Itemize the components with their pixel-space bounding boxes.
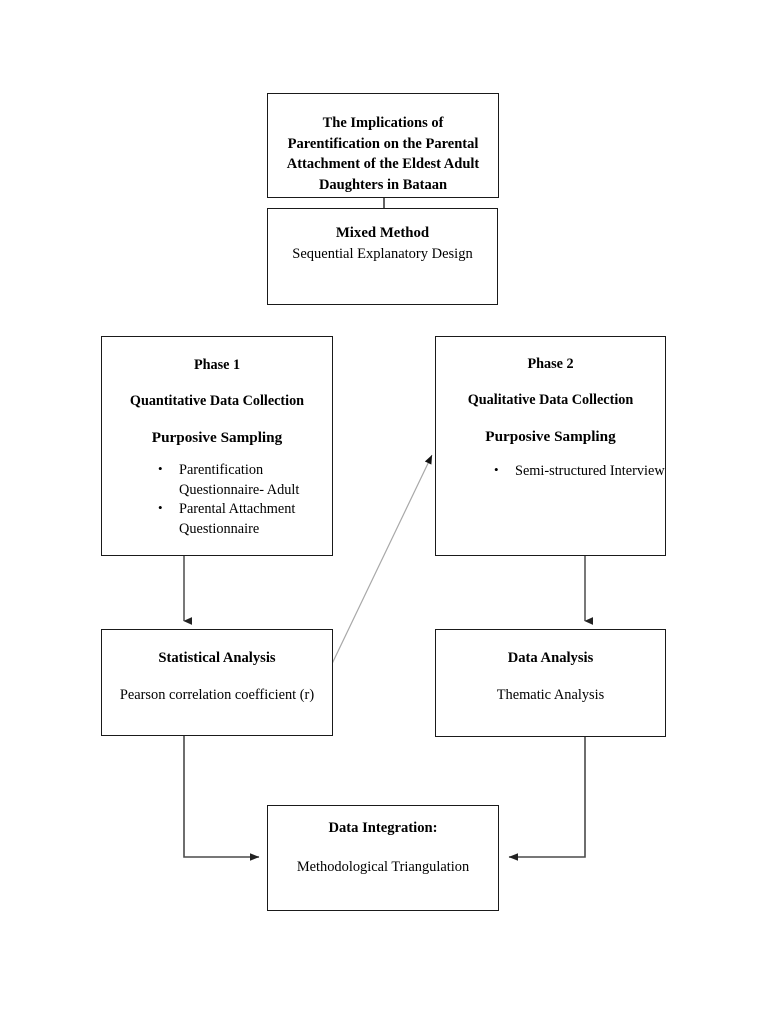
study-title-box: The Implications of Parentification on t… [267,93,499,198]
phase2-name: Phase 2 [527,356,574,372]
phase1-collection: Quantitative Data Collection [129,393,305,409]
statistical-analysis-box: Statistical Analysis Pearson correlation… [101,629,333,736]
data-integration-box: Data Integration: Methodological Triangu… [267,805,499,911]
statistical-analysis-title: Statistical Analysis [158,650,276,666]
mixed-method-box: Mixed Method Sequential Explanatory Desi… [267,208,498,305]
phase1-sampling: Purposive Sampling [151,429,283,446]
mixed-method-title: Mixed Method [335,225,430,241]
phase2-instrument-list: Semi-structured Interview [436,461,665,482]
mixed-method-subtitle: Sequential Explanatory Design [292,246,473,262]
data-analysis-box: Data Analysis Thematic Analysis [435,629,666,737]
statistical-analysis-subtitle: Pearson correlation coefficient (r) [119,687,315,703]
list-item: Parental Attachment Questionnaire [158,499,332,539]
data-integration-subtitle: Methodological Triangulation [296,859,470,875]
data-analysis-subtitle: Thematic Analysis [496,687,605,703]
phase1-box: Phase 1 Quantitative Data Collection Pur… [101,336,333,556]
connector-dataanalysis-to-integration [508,737,586,861]
list-item: Semi-structured Interview [494,461,665,482]
data-analysis-title: Data Analysis [507,650,594,666]
study-title-line-2: Parentification on the Parental [287,135,479,152]
connector-statistical-to-phase2 [329,454,433,669]
study-title-line-3: Attachment of the Eldest Adult [286,156,480,173]
phase2-box: Phase 2 Qualitative Data Collection Purp… [435,336,666,556]
phase2-collection: Qualitative Data Collection [467,392,634,408]
phase1-instrument-list: Parentification Questionnaire- Adult Par… [102,460,332,540]
study-title-line-4: Daughters in Bataan [318,176,448,193]
study-title-line-1: The Implications of [322,115,444,131]
phase2-sampling: Purposive Sampling [485,428,616,445]
phase1-name: Phase 1 [193,357,241,373]
data-integration-title: Data Integration: [328,820,438,836]
list-item: Parentification Questionnaire- Adult [158,460,332,500]
connector-statistical-to-integration [183,736,260,861]
